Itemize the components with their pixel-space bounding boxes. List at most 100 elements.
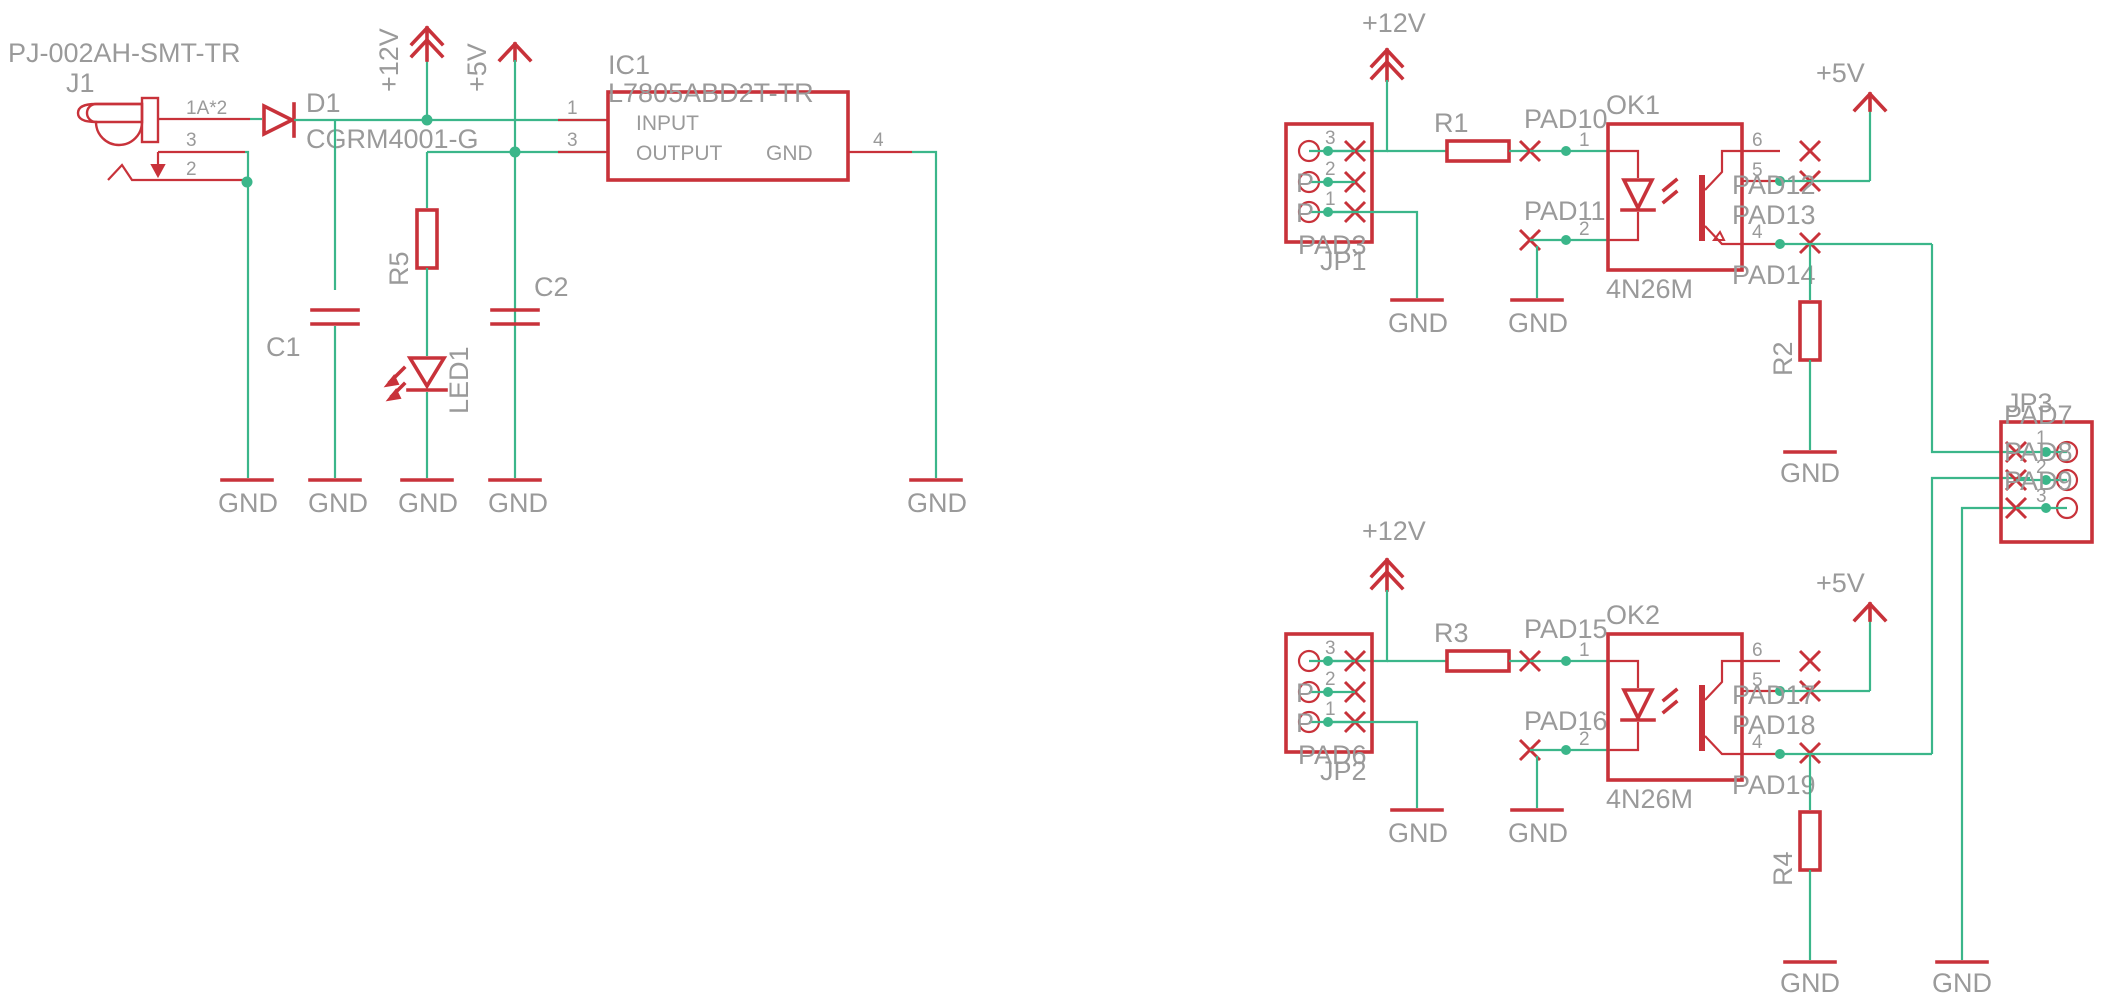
supply-12v-symbol: [1369, 557, 1405, 592]
resistor-r5-label: R5: [384, 251, 414, 286]
optocoupler-ref-label: OK2: [1606, 600, 1660, 630]
supply-5v-symbol: [497, 41, 533, 63]
connector-jp3[interactable]: [1999, 420, 2094, 544]
gnd-label: GND: [1780, 458, 1840, 488]
pad-label: PAD17: [1732, 680, 1816, 710]
jack-pin-3: 3: [186, 130, 197, 151]
resistor-r2-label: R2: [1768, 341, 1798, 376]
capacitor-c1[interactable]: [310, 308, 360, 326]
pad-label: PAD9: [2004, 466, 2073, 496]
capacitor-c1-label: C1: [266, 332, 301, 362]
supply-5v-symbol: [1852, 91, 1888, 113]
jp3-pin-2: 2: [2036, 457, 2047, 478]
pad-label: PAD8: [2004, 437, 2073, 467]
jp3-pin-1: 1: [2036, 428, 2047, 449]
regulator-input-label: INPUT: [636, 112, 699, 135]
pad-label: PAD12: [1732, 170, 1816, 200]
supply-5v-label: +5V: [1816, 58, 1865, 88]
connector-jp2[interactable]: [1284, 632, 1374, 754]
capacitor-c2-label: C2: [534, 272, 569, 302]
opto-channel-2: +12V 3 2 1 P P PAD6 JP2 GND: [1284, 516, 1932, 998]
jp1-pad-row: P: [1296, 168, 1314, 198]
jp1-pin-1: 1: [1325, 189, 1336, 210]
regulator-pin-1: 1: [567, 98, 578, 119]
supply-12v-label: +12V: [1362, 516, 1426, 546]
jp1-ref-label: JP1: [1320, 246, 1367, 276]
jp1-pad-row: P: [1296, 198, 1314, 228]
regulator-gnd-label: GND: [766, 142, 813, 165]
optocoupler-ref-label: OK1: [1606, 90, 1660, 120]
resistor-r5[interactable]: [415, 208, 439, 270]
pad-label: PAD18: [1732, 710, 1816, 740]
opto-pin-4: 4: [1752, 732, 1763, 753]
output-connector-section: GND JP3 PAD7 PAD8 PAD9 1 2 3: [1930, 244, 2094, 998]
optocoupler-value-label: 4N26M: [1606, 274, 1693, 304]
supply-12v-symbol: [1369, 47, 1405, 82]
regulator-value-label: L7805ABD2T-TR: [608, 78, 814, 108]
pad-label: PAD15: [1524, 614, 1608, 644]
led-led1[interactable]: [383, 356, 448, 402]
gnd-label: GND: [1780, 968, 1840, 998]
resistor-r4[interactable]: [1798, 810, 1822, 872]
supply-12v-label: +12V: [374, 28, 404, 92]
opto-pin-2: 2: [1579, 219, 1590, 240]
pad-label: PAD19: [1732, 770, 1816, 800]
opto-pin-5: 5: [1752, 160, 1763, 181]
regulator-output-label: OUTPUT: [636, 142, 723, 165]
jp3-pin-3: 3: [2036, 486, 2047, 507]
jp1-pin-2: 2: [1325, 159, 1336, 180]
pad-label: PAD11: [1524, 196, 1606, 226]
jack-ref-label: J1: [66, 68, 95, 98]
gnd-label: GND: [1508, 818, 1568, 848]
jp2-pad-label: PAD6: [1298, 740, 1367, 770]
pad-label: PAD10: [1524, 104, 1608, 134]
jp3-ref-label: JP3: [2006, 388, 2053, 418]
jack-value-label: PJ-002AH-SMT-TR: [8, 38, 241, 68]
optocoupler-ok1[interactable]: [1606, 122, 1780, 272]
gnd-label: GND: [1388, 308, 1448, 338]
pad-label: PAD14: [1732, 260, 1816, 290]
optocoupler-ok2[interactable]: [1606, 632, 1780, 782]
resistor-r3-label: R3: [1434, 618, 1469, 648]
opto-pin-1: 1: [1579, 130, 1590, 151]
regulator-ref-label: IC1: [608, 50, 650, 80]
gnd-label: GND: [907, 488, 967, 518]
gnd-label: GND: [308, 488, 368, 518]
jp2-pad-row: P: [1296, 708, 1314, 738]
resistor-r1[interactable]: [1445, 139, 1511, 163]
jp2-pin-3: 3: [1325, 638, 1336, 659]
supply-5v-label: +5V: [1816, 568, 1865, 598]
diode-value-label: CGRM4001-G: [306, 124, 479, 154]
gnd-label: GND: [1508, 308, 1568, 338]
jp2-pin-1: 1: [1325, 699, 1336, 720]
opto-pin-2: 2: [1579, 729, 1590, 750]
dc-jack-j1[interactable]: [76, 96, 250, 182]
regulator-ic1[interactable]: [558, 90, 912, 182]
jp1-pad-label: PAD3: [1298, 230, 1367, 260]
jp2-pad-row: P: [1296, 678, 1314, 708]
diode-d1[interactable]: [250, 102, 297, 138]
capacitor-c2[interactable]: [490, 308, 540, 326]
pad-label: PAD13: [1732, 200, 1816, 230]
opto-pin-6: 6: [1752, 640, 1763, 661]
supply-5v-symbol: [1852, 601, 1888, 623]
supply-12v-label: +12V: [1362, 8, 1426, 38]
supply-5v-label: +5V: [462, 43, 492, 92]
led-label: LED1: [444, 346, 474, 414]
power-supply-section: PJ-002AH-SMT-TR J1 1A*2 3 2 D1 CGRM4001-…: [8, 25, 967, 518]
opto-pin-4: 4: [1752, 222, 1763, 243]
opto-channel-1: +12V 3 2 1 P P PAD3 JP1 GND: [1284, 8, 1932, 488]
jp2-pin-2: 2: [1325, 669, 1336, 690]
jp1-pin-3: 3: [1325, 128, 1336, 149]
supply-12v-symbol: [409, 25, 445, 62]
gnd-label: GND: [1388, 818, 1448, 848]
resistor-r4-label: R4: [1768, 851, 1798, 886]
opto-pin-5: 5: [1752, 670, 1763, 691]
jack-pin-1a: 1A*2: [186, 98, 227, 119]
resistor-r2[interactable]: [1798, 300, 1822, 362]
gnd-label: GND: [1932, 968, 1992, 998]
regulator-pin-3: 3: [567, 130, 578, 151]
resistor-r3[interactable]: [1445, 649, 1511, 673]
resistor-r1-label: R1: [1434, 108, 1469, 138]
